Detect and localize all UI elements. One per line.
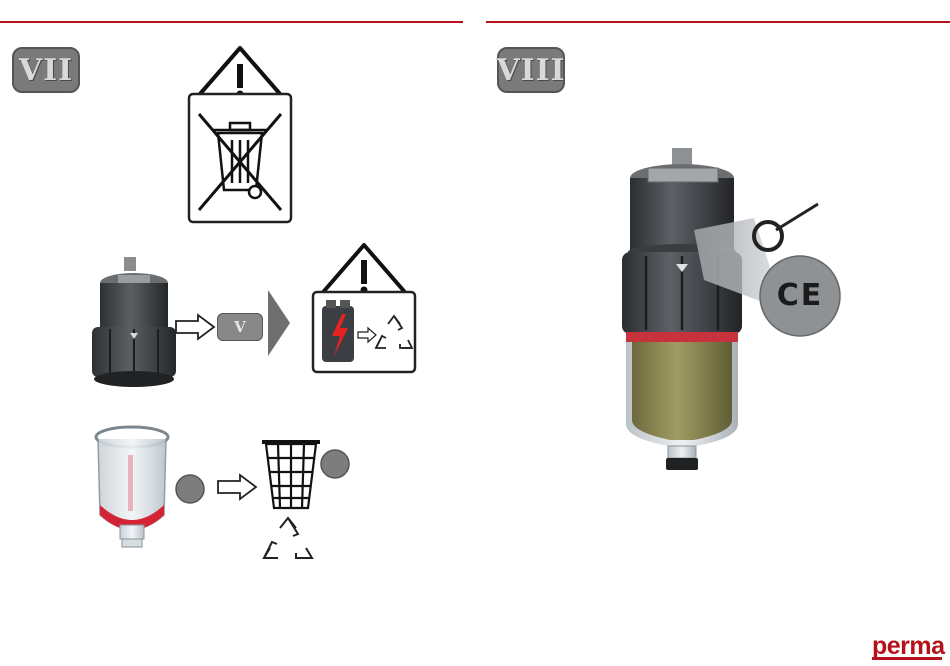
battery-pack-icon xyxy=(322,300,354,362)
empty-reservoir xyxy=(92,425,212,559)
ce-mark-callout xyxy=(684,200,850,350)
step-badge-viii: VIII xyxy=(497,47,565,93)
step-badge-v: V xyxy=(217,313,263,341)
recycling-disposal xyxy=(258,436,358,564)
lubricator-drive-unit xyxy=(88,255,180,390)
ce-mark: CE xyxy=(770,276,830,316)
chevron-right-icon xyxy=(268,290,290,356)
battery-disposal-warning xyxy=(310,240,418,374)
hollow-arrow-icon xyxy=(174,313,216,341)
hollow-arrow-icon xyxy=(216,473,258,501)
magnifier-icon xyxy=(754,204,818,250)
waste-basket-icon xyxy=(262,442,320,508)
crossed-bin-warning xyxy=(185,40,295,226)
brand-underline xyxy=(872,657,942,660)
warning-triangle-icon xyxy=(318,245,410,298)
left-header-rule xyxy=(0,21,463,23)
recycle-icon xyxy=(264,518,312,558)
right-header-rule xyxy=(486,21,950,23)
step-badge-vii: VII xyxy=(12,47,80,93)
